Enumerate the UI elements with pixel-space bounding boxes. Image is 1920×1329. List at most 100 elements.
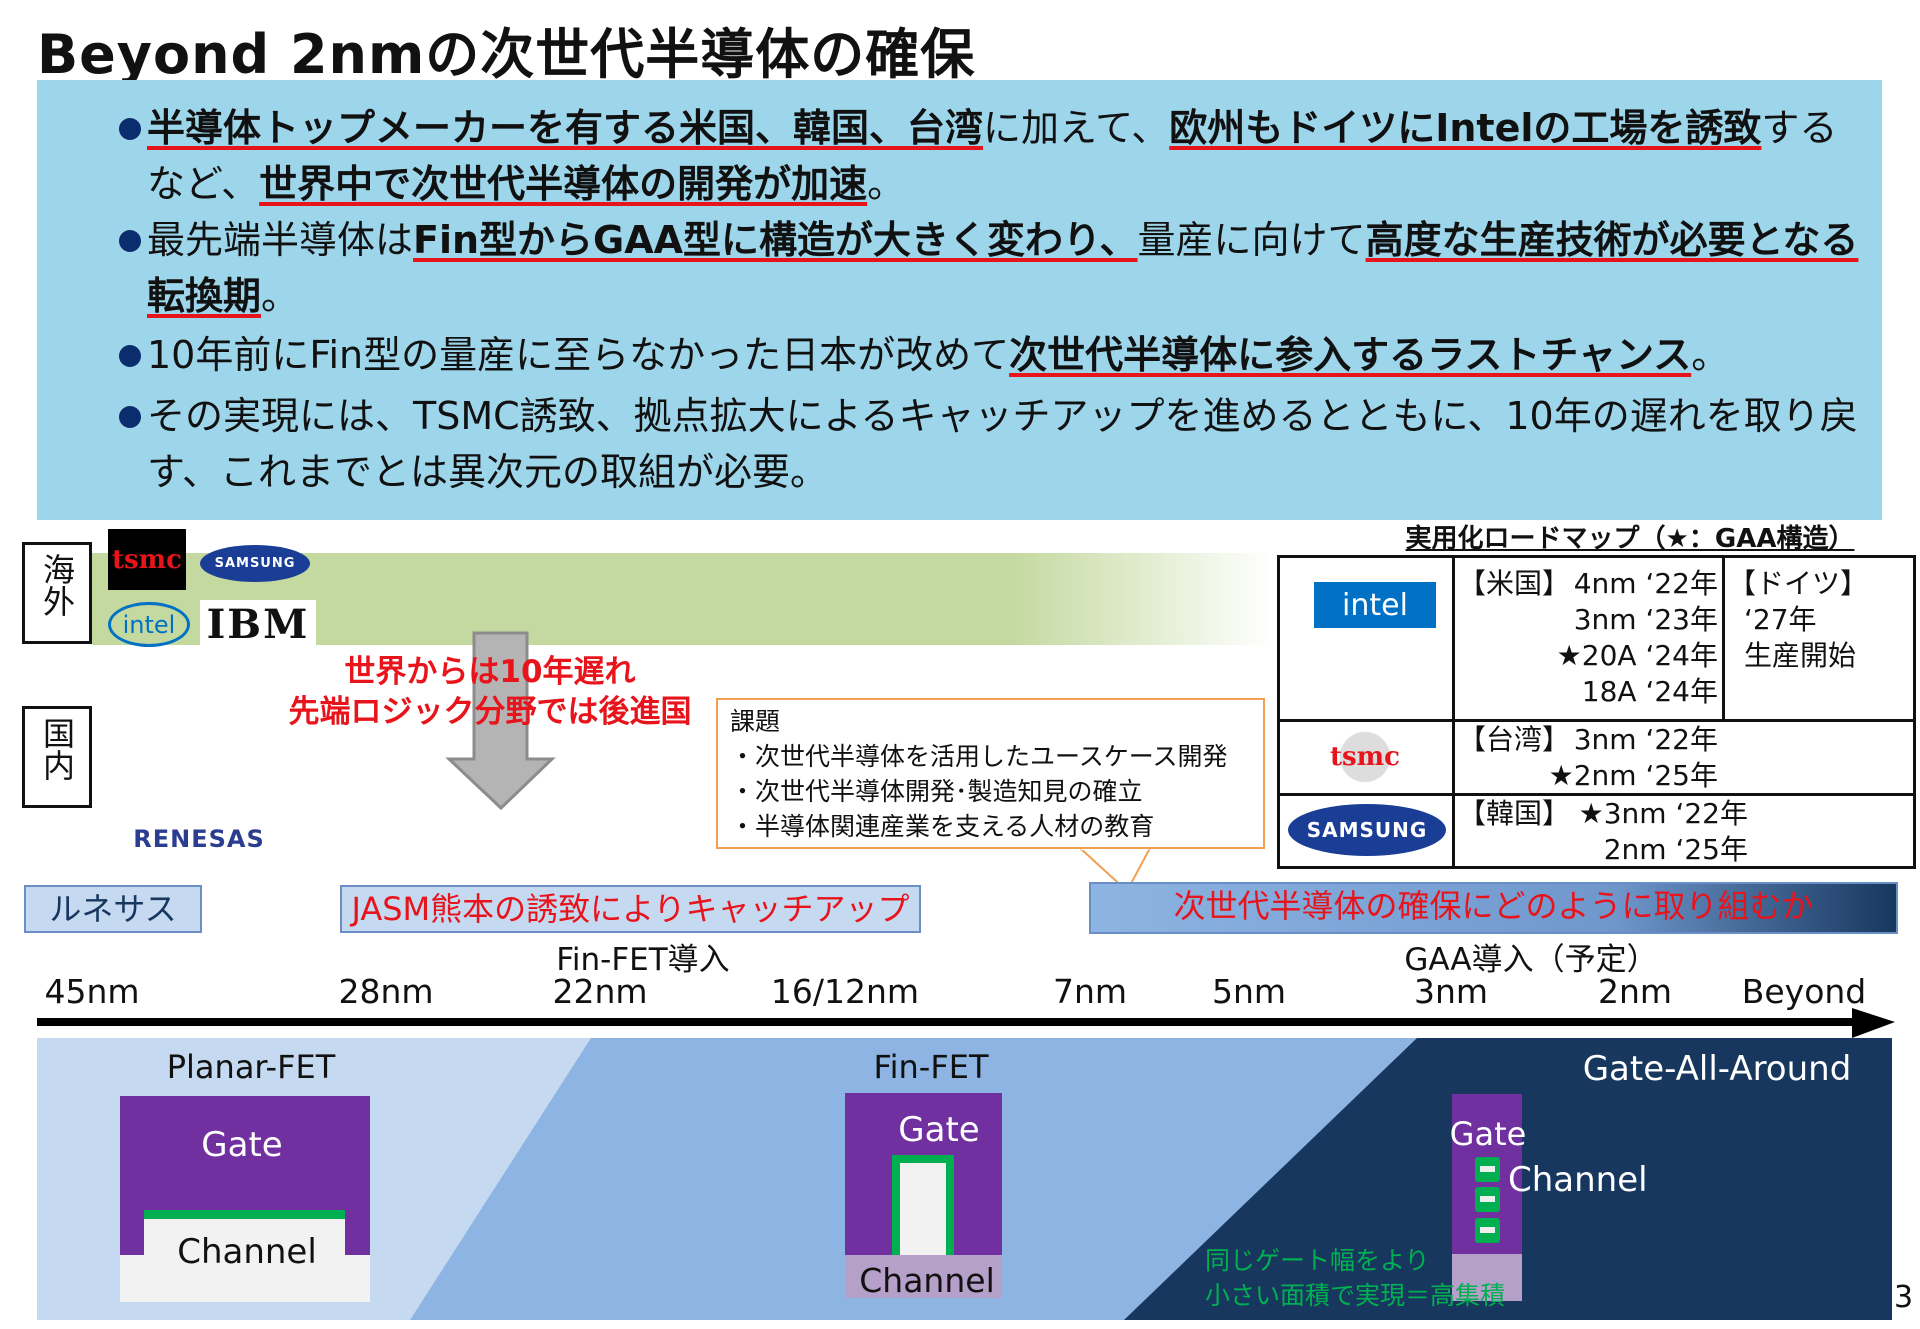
korea-label: 【韓国】 [1458,797,1571,830]
issue-item: ・半導体関連産業を支える人材の教育 [730,812,1155,841]
gaa-nanosheet-channel [1475,1187,1500,1212]
samsung-logo-text: SAMSUNG [214,556,296,571]
gap-message: 世界からは10年遅れ 先端ロジック分野では後進国 [240,652,740,732]
gaa-nanosheet-channel [1475,1218,1500,1243]
gaa-gate-label: Gate [1449,1115,1527,1153]
samsung-logo: SAMSUNG [200,545,310,582]
bullet-text: 。 [867,162,906,206]
timeline-arrow [37,1008,1895,1038]
renesas-logo-text: RENESAS [133,824,265,853]
domestic-label: 国内 [22,706,92,808]
ibm-logo-text: IBM [206,601,310,648]
planar-gate-label: Gate [201,1125,283,1165]
down-arrow-icon [445,631,556,811]
process-node-label: 7nm [1052,972,1128,1011]
roadmap-entry: 4nm ‘22年 [1573,567,1718,600]
tsmc-logo-text: tsmc [112,544,182,575]
issue-item: ・次世代半導体開発･製造知見の確立 [730,777,1143,806]
taiwan-roadmap: 3nm ‘22年 ★2nm ‘25年 [1540,722,1718,794]
finfet-fin-channel [892,1155,954,1255]
gaa-note-line: 同じゲート幅をより [1205,1246,1430,1275]
roadmap-entry: 3nm ‘23年 [1573,603,1718,636]
bullet-dot-icon [119,118,141,140]
gap-message-line-1: 世界からは10年遅れ [344,654,636,690]
bullet-text: 。 [261,274,300,318]
roadmap-entry: 18A ‘24年 [1581,675,1718,708]
roadmap-table: intel 【米国】 4nm ‘22年 3nm ‘23年 ★20A ‘24年 1… [1277,555,1916,869]
bullet-4: その実現には、TSMC誘致、拠点拡大によるキャッチアップを進めるとともに、10年… [119,388,1867,500]
bullet-dot-icon [119,406,141,428]
roadmap-entry: 3nm ‘22年 [1573,723,1718,756]
emphasized-text: Fin型からGAA型に構造が大きく変わり、 [413,218,1138,262]
bullet-text: その実現には、TSMC誘致、拠点拡大によるキャッチアップを進めるとともに、10年… [147,394,1858,494]
issue-item: ・次世代半導体を活用したユースケース開発 [730,742,1228,771]
bullet-text: に加えて、 [983,106,1170,150]
roadmap-entry: 生産開始 [1744,639,1857,672]
bullet-text: 最先端半導体は [147,218,414,262]
germany-roadmap: 【ドイツ】 ‘27年 生産開始 [1728,566,1868,674]
gaa-channel-label: Channel [1508,1160,1648,1200]
process-node-label: 28nm [338,972,434,1011]
bullet-3: 10年前にFin型の量産に至らなかった日本が改めて次世代半導体に参入するラストチ… [119,327,1867,383]
taiwan-label: 【台湾】 [1458,723,1571,756]
issues-callout: 課題 ・次世代半導体を活用したユースケース開発 ・次世代半導体開発･製造知見の確… [716,698,1265,849]
bullet-text: 。 [1691,333,1730,377]
finfet-label: Fin-FET [873,1048,989,1086]
bullet-2: 最先端半導体はFin型からGAA型に構造が大きく変わり、量産に向けて高度な生産技… [119,212,1867,324]
summary-box: 半導体トップメーカーを有する米国、韓国、台湾に加えて、欧州もドイツにIntelの… [37,80,1882,520]
gaa-introduction: GAA導入（予定） [1404,942,1658,978]
samsung-logo: SAMSUNG [1288,804,1446,856]
divider [1280,719,1913,722]
gaa-note: 同じゲート幅をより 小さい面積で実現＝高集積 [1205,1243,1505,1313]
renesas-logo: RENESAS [119,824,279,853]
roadmap-entry: ‘27年 [1744,603,1817,636]
process-node-label: 22nm [552,972,648,1011]
tsmc-logo-text: tsmc [1330,742,1400,772]
intel-logo-text: intel [122,610,176,639]
domestic-text: 国内 [38,717,76,781]
planar-channel-label: Channel [177,1232,317,1272]
emphasized-text: 次世代半導体に参入するラストチャンス [1009,333,1692,377]
process-node-label: Beyond [1741,972,1867,1011]
tsmc-logo: tsmc [108,529,186,590]
gaa-substrate [1452,1254,1522,1301]
roadmap-entry: 2nm ‘25年 [1603,833,1748,866]
ibm-logo: IBM [200,600,316,649]
page-number: 3 [1894,1280,1914,1315]
samsung-logo-text: SAMSUNG [1306,818,1428,842]
stage-renesas: ルネサス [24,885,202,933]
page-title: Beyond 2nmの次世代半導体の確保 [37,23,976,86]
process-node-label: 2nm [1597,972,1673,1011]
bullet-text: 量産に向けて [1137,218,1366,262]
gaa-label: Gate-All-Around [1582,1049,1852,1089]
us-label: 【米国】 [1458,567,1571,600]
planar-channel [144,1210,345,1302]
intel-logo: intel [108,602,190,647]
planar-fet-label: Planar-FET [166,1048,336,1086]
tsmc-logo: tsmc [1320,726,1410,788]
emphasized-text: 高度な生産技術が必要となる転換期 [147,218,1859,318]
intel-logo-text: intel [1342,587,1408,623]
process-node-label: 16/12nm [770,972,920,1011]
bullet-dot-icon [119,345,141,367]
gaa-note-line: 小さい面積で実現＝高集積 [1205,1281,1506,1310]
korea-roadmap: ★3nm ‘22年 2nm ‘25年 [1542,796,1748,868]
us-roadmap: 4nm ‘22年 3nm ‘23年 ★20A ‘24年 18A ‘24年 [1540,566,1718,710]
process-node-label: 45nm [44,972,140,1011]
intel-logo: intel [1314,582,1436,628]
bullet-1: 半導体トップメーカーを有する米国、韓国、台湾に加えて、欧州もドイツにIntelの… [119,100,1867,212]
emphasized-text: 世界中で次世代半導体の開発が加速 [259,162,868,206]
finfet-channel-label: Channel [859,1261,995,1300]
finfet-introduction: Fin-FET導入 [556,942,730,978]
divider [1280,793,1913,796]
overseas-label: 海外 [22,542,92,644]
emphasized-text: 半導体トップメーカーを有する米国、韓国、台湾 [147,106,984,150]
finfet-gate-label: Gate [898,1110,980,1150]
gaa-nanosheet-channel [1475,1157,1500,1182]
roadmap-entry: ★20A ‘24年 [1556,639,1718,672]
emphasized-text: 欧州もドイツにIntelの工場を誘致 [1169,106,1762,150]
finfet-substrate [845,1255,1002,1298]
germany-label: 【ドイツ】 [1728,567,1869,600]
process-node-label: 5nm [1211,972,1287,1011]
roadmap-title: 実用化ロードマップ（★：GAA構造） [1405,524,1855,554]
